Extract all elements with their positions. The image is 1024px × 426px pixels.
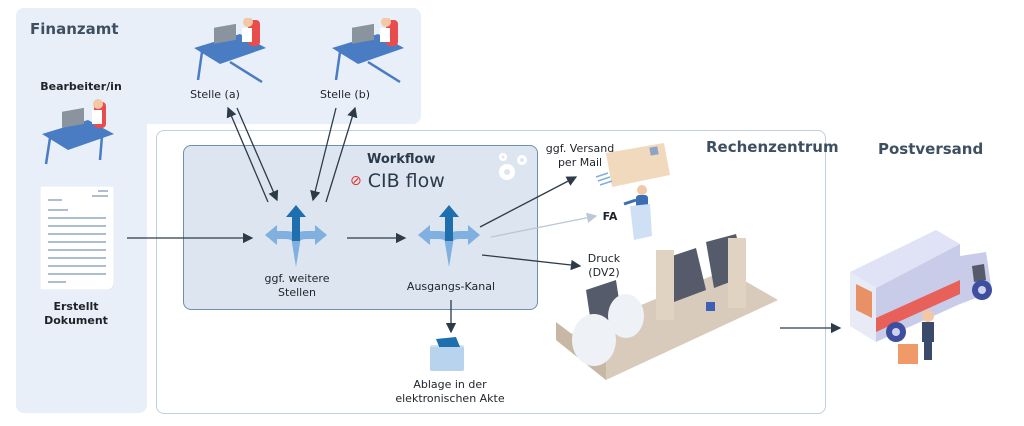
workflow-title: Workflow: [367, 152, 436, 167]
weitere-label: ggf. weitere Stellen: [250, 272, 344, 300]
druck-label-line1: Druck: [587, 252, 621, 265]
fa-clerk-icon: [623, 185, 652, 240]
printer-machine-icon: [556, 234, 778, 380]
fa-label: FA: [602, 210, 618, 223]
arrow-ausgang-to-fa: [490, 212, 598, 238]
stelle-a-desk-icon: [194, 18, 266, 84]
document-label-line1: Erstellt: [53, 300, 99, 313]
delivery-truck-icon: [850, 230, 992, 364]
stelle-b-desk-icon: [332, 18, 404, 84]
stelle-a-label: Stelle (a): [190, 88, 240, 101]
rechenzentrum-title: Rechenzentrum: [706, 138, 839, 156]
finanzamt-title: Finanzamt: [30, 20, 119, 38]
arrow-to-stelle-a: [226, 106, 269, 203]
ablage-label: Ablage in der elektronischen Akte: [390, 378, 510, 406]
gears-icon: [499, 153, 527, 180]
bearbeiter-label: Bearbeiter/in: [40, 80, 122, 93]
arrow-from-stelle-b: [310, 107, 337, 202]
arrow-from-stelle-a: [236, 107, 279, 202]
weitere-label-line1: ggf. weitere: [264, 272, 330, 285]
stelle-b-label: Stelle (b): [319, 88, 370, 101]
document-label-line2: Dokument: [44, 314, 108, 327]
arrow-to-stelle-b: [325, 106, 358, 203]
cib-flow-label: CIB flow: [367, 170, 445, 192]
ablage-label-line2: elektronischen Akte: [395, 392, 505, 405]
split-icon-weitere: [265, 205, 327, 267]
mail-label-line2: per Mail: [557, 156, 603, 169]
workflow-box: [183, 145, 538, 310]
mail-label: ggf. Versand per Mail: [544, 142, 616, 170]
weitere-label-line2: Stellen: [278, 286, 316, 299]
folder-icon: [430, 337, 464, 371]
mail-label-line1: ggf. Versand: [545, 142, 615, 155]
document-label: Erstellt Dokument: [30, 300, 122, 328]
cib-flow-icon: ⊘: [350, 173, 362, 189]
druck-label-line2: (DV2): [588, 266, 620, 279]
bearbeiter-desk-icon: [42, 99, 114, 165]
ausgang-label: Ausgangs-Kanal: [406, 280, 496, 293]
arrow-ausgang-to-mail: [479, 176, 578, 228]
druck-label: Druck (DV2): [582, 252, 626, 280]
split-icon-ausgang: [418, 205, 480, 267]
document-icon: [40, 186, 114, 290]
mail-envelope-icon: [595, 143, 670, 187]
ablage-label-line1: Ablage in der: [413, 378, 487, 391]
postversand-title: Postversand: [878, 140, 984, 158]
cib-flow-logo: ⊘ CIB flow: [350, 170, 445, 192]
arrow-ausgang-to-druck: [481, 254, 582, 271]
